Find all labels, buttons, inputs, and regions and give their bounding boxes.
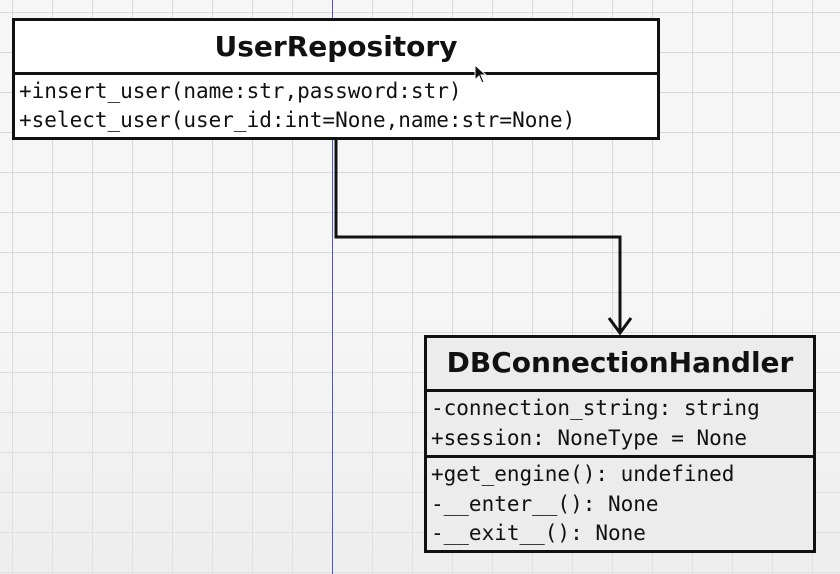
class-name: UserRepository [15, 21, 657, 75]
operation-get-engine: +get_engine(): undefined [431, 462, 735, 486]
attribute-session: +session: NoneType = None [431, 425, 748, 450]
operation-select-user: +select_user(user_id:int=None,name:str=N… [19, 108, 576, 132]
operation-exit: -__exit__(): None [431, 521, 646, 545]
mouse-pointer-icon [474, 64, 488, 84]
operation-insert-user: +insert_user(name:str,password:str) [19, 79, 462, 103]
operation-enter: -__enter__(): None [431, 491, 659, 516]
class-db-connection-handler[interactable]: DBConnectionHandler -connection_string: … [424, 335, 816, 553]
association-line[interactable] [334, 140, 622, 333]
open-arrowhead-icon [607, 317, 633, 336]
operations-section: +get_engine(): undefined -__enter__(): N… [427, 458, 813, 549]
attributes-section: -connection_string: string +session: Non… [427, 392, 813, 458]
operations-section: +insert_user(name:str,password:str) +sel… [15, 75, 657, 135]
vertical-guide-line [332, 0, 333, 574]
class-name: DBConnectionHandler [427, 338, 813, 392]
class-user-repository[interactable]: UserRepository +insert_user(name:str,pas… [12, 18, 660, 140]
attribute-connection-string: -connection_string: string [431, 396, 760, 420]
